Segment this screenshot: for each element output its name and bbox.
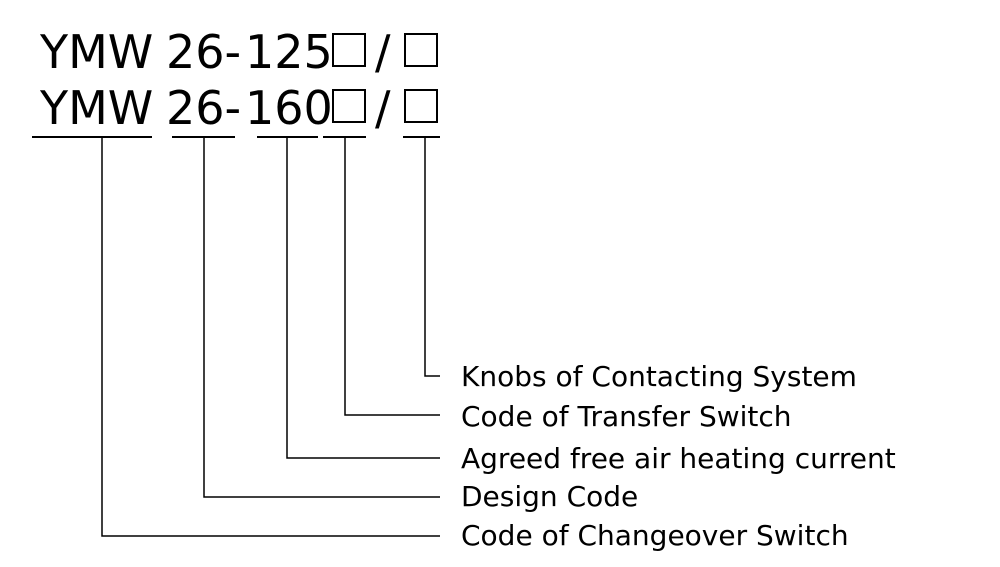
- code-design-1: 26-: [166, 25, 241, 79]
- label-agreed-free-air-heating-current: Agreed free air heating current: [461, 442, 896, 475]
- code-current-1: 125: [245, 25, 333, 79]
- label-code-of-changeover-switch: Code of Changeover Switch: [461, 519, 849, 552]
- leader-knobs: [424, 137, 440, 377]
- code-current-2: 160: [245, 81, 333, 135]
- code-prefix-2: YMW: [39, 81, 153, 135]
- leader-changeover-switch: [101, 137, 440, 537]
- label-design-code: Design Code: [461, 480, 638, 513]
- model-code-line-2: YMW 26- 160 /: [39, 81, 438, 135]
- model-code-line-1: YMW 26- 125 /: [39, 25, 438, 79]
- code-design-2: 26-: [166, 81, 241, 135]
- label-code-of-transfer-switch: Code of Transfer Switch: [461, 400, 792, 433]
- placeholder-box-transfer-1: [332, 33, 366, 67]
- code-slash-2: /: [375, 81, 391, 135]
- placeholder-box-transfer-2: [332, 89, 366, 123]
- placeholder-box-knobs-2: [404, 89, 438, 123]
- leader-heating-current: [286, 137, 440, 459]
- placeholder-box-knobs-1: [404, 33, 438, 67]
- label-knobs-of-contacting-system: Knobs of Contacting System: [461, 360, 857, 393]
- code-prefix-1: YMW: [39, 25, 153, 79]
- leader-transfer-switch: [344, 137, 440, 416]
- code-slash-1: /: [375, 25, 391, 79]
- leader-design-code: [203, 137, 440, 498]
